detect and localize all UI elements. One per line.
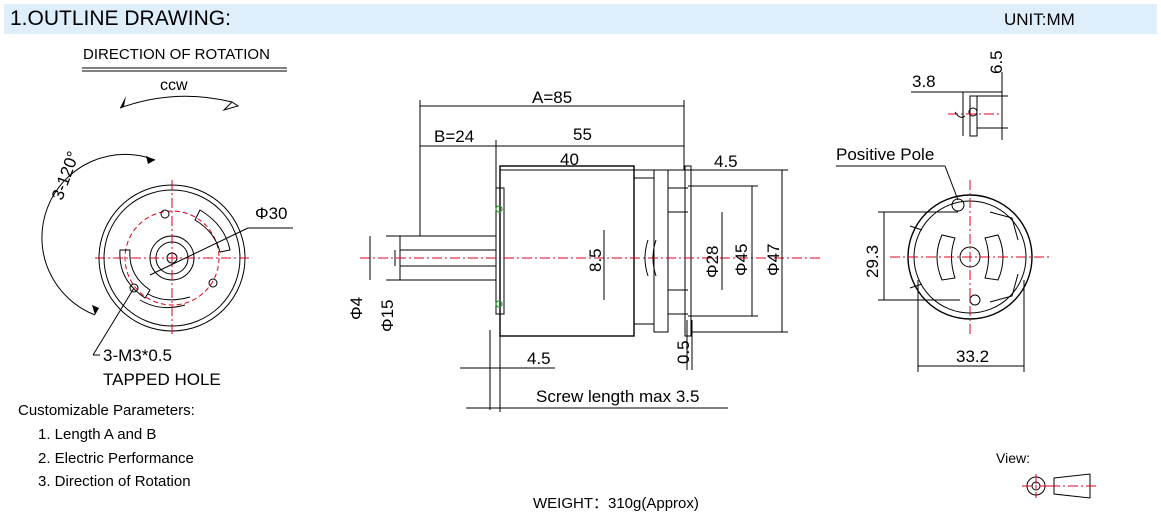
dim-d47-label: Φ47 [764,243,783,276]
hole-type-label: TAPPED HOLE [103,370,221,389]
dim-0-5-label: 0.5 [674,340,693,364]
param-item: 2. Electric Performance [38,450,194,467]
dim-4-5-top-label: 4.5 [714,152,738,171]
dim-d15-label: Φ15 [378,299,397,332]
dim-4-5-bottom-label: 4.5 [527,349,551,368]
screw-length-label: Screw length max 3.5 [536,387,700,406]
dim-d4-label: Φ4 [347,296,366,320]
dim-A-label: A=85 [532,88,573,107]
side-view [360,100,820,412]
hole-spec-label: 3-M3*0.5 [103,346,172,365]
diameter-30-label: Φ30 [255,204,288,223]
dim-8-5-label: 8.5 [586,248,605,272]
dim-B-label: B=24 [434,127,475,146]
dim-6-5-label: 6.5 [987,50,1006,74]
dim-40-label: 40 [560,150,579,169]
rotation-heading: DIRECTION OF ROTATION [83,46,270,63]
header-bar: 1.OUTLINE DRAWING: UNIT:MM [4,4,1157,34]
param-item: 1. Length A and B [38,426,157,443]
dim-55-label: 55 [573,125,592,144]
projection-symbol-icon [1022,473,1096,499]
param-item: 3. Direction of Rotation [38,473,191,490]
dim-33-2-label: 33.2 [956,347,990,366]
positive-pole-label: Positive Pole [836,145,935,164]
rotation-direction: ccw [160,77,188,94]
dim-29-3-label: 29.3 [863,244,882,278]
weight-label: WEIGHT：310g(Approx) [533,495,699,512]
unit-label: UNIT:MM [1004,10,1075,29]
dim-d45-label: Φ45 [732,243,751,276]
front-view-left [41,67,293,356]
dim-3-8-label: 3.8 [912,72,936,91]
params-heading: Customizable Parameters: [18,402,195,419]
end-view-right [836,72,1050,372]
view-label: View: [996,450,1030,466]
drawing-title: 1.OUTLINE DRAWING: [10,7,231,30]
dim-d28-label: Φ28 [703,245,722,278]
